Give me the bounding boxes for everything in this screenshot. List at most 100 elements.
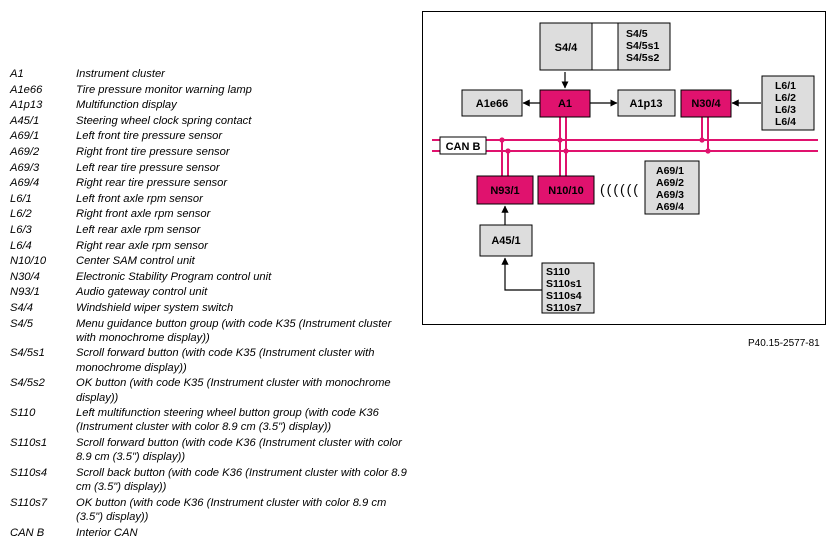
svg-text:N93/1: N93/1	[490, 185, 519, 197]
svg-text:S4/5s1: S4/5s1	[626, 40, 659, 52]
legend-description: Right front axle rpm sensor	[76, 208, 211, 221]
legend-code: L6/4	[10, 239, 32, 252]
legend-row: S110s1 Scroll forward button (with code K…	[10, 436, 410, 465]
svg-text:A1p13: A1p13	[629, 98, 662, 110]
document-reference: P40.15-2577-81	[748, 338, 820, 349]
legend-description: Scroll forward button (with code K36 (In…	[76, 437, 402, 464]
svg-text:S110s1: S110s1	[546, 278, 582, 290]
svg-text:S110: S110	[546, 266, 570, 278]
legend-description: Left front tire pressure sensor	[76, 130, 223, 143]
svg-text:N30/4: N30/4	[691, 98, 721, 110]
legend-code: N93/1	[10, 286, 40, 299]
legend-code: A1	[10, 68, 24, 80]
svg-text:A45/1: A45/1	[491, 235, 520, 247]
legend-description: Left front axle rpm sensor	[76, 192, 203, 205]
legend-description: Center SAM control unit	[76, 255, 195, 268]
bus-junction-dots	[499, 137, 711, 154]
svg-text:S4/4: S4/4	[555, 42, 579, 54]
legend-code: A69/2	[10, 145, 40, 158]
legend-description: Left rear axle rpm sensor	[76, 223, 201, 236]
svg-text:S110s7: S110s7	[546, 302, 582, 314]
legend-description: OK button (with code K35 (Instrument clu…	[76, 377, 391, 404]
legend-row: L6/1 Left front axle rpm sensor	[10, 192, 410, 206]
svg-text:N10/10: N10/10	[548, 185, 583, 197]
legend-code: S110s4	[10, 466, 48, 479]
legend-description: Right rear axle rpm sensor	[76, 239, 208, 252]
legend-row: A69/4 Right rear tire pressure sensor	[10, 176, 410, 190]
n93-1-audio-gateway: N93/1	[476, 175, 534, 205]
legend-code: A1e66	[10, 83, 43, 96]
legend-code: N10/10	[10, 255, 47, 268]
legend-row: A69/1 Left front tire pressure sensor	[10, 129, 410, 143]
svg-text:S110s4: S110s4	[546, 290, 582, 302]
legend-row: CAN B Interior CAN	[10, 526, 410, 540]
legend-row: A1e66 Tire pressure monitor warning lamp	[10, 83, 410, 97]
legend-description: Left multifunction steering wheel button…	[76, 407, 379, 434]
bus-drops	[501, 117, 709, 176]
a1p13-multifunction-display: A1p13	[617, 89, 676, 117]
svg-text:L6/3: L6/3	[775, 104, 796, 116]
legend-description: Right rear tire pressure sensor	[76, 177, 228, 190]
a1-instrument-cluster: A1	[539, 89, 591, 118]
n10-10-center-sam: N10/10	[537, 175, 595, 205]
legend-code: N30/4	[10, 270, 40, 283]
n30-4-esp-control-unit: N30/4	[680, 89, 732, 118]
legend-description: Interior CAN	[76, 526, 138, 539]
legend-code: A1p13	[10, 99, 43, 112]
legend-row: N30/4 Electronic Stability Program contro…	[10, 270, 410, 284]
legend-code: A69/3	[10, 161, 40, 174]
svg-text:S4/5: S4/5	[626, 28, 648, 40]
legend-description: Tire pressure monitor warning lamp	[76, 83, 252, 96]
legend-code: L6/1	[10, 192, 32, 205]
legend-code: A69/4	[10, 177, 40, 190]
legend-description: Electronic Stability Program control uni…	[76, 270, 272, 283]
legend-row: N93/1 Audio gateway control unit	[10, 285, 410, 299]
wireless-signal-icon: ((((((	[600, 181, 640, 197]
svg-text:S4/5s2: S4/5s2	[626, 52, 659, 64]
legend-description: Audio gateway control unit	[76, 286, 208, 299]
legend-code: A69/1	[10, 130, 40, 143]
legend-description: Instrument cluster	[76, 68, 165, 80]
s4-5-button-group: S4/5 S4/5s1 S4/5s2	[591, 22, 671, 71]
legend-row: S4/5 Menu guidance button group (with cod…	[10, 317, 410, 346]
svg-text:L6/1: L6/1	[775, 80, 796, 92]
s110-button-group: S110 S110s1 S110s4 S110s7	[541, 262, 595, 314]
legend-description: Right front tire pressure sensor	[76, 145, 230, 158]
legend-description: Scroll forward button (with code K35 (In…	[76, 347, 375, 374]
svg-text:CAN B: CAN B	[446, 141, 481, 153]
legend-code: S4/5	[10, 317, 34, 330]
legend-row: A1 Instrument cluster	[10, 67, 410, 81]
legend-description: Menu guidance button group (with code K3…	[76, 317, 392, 344]
svg-text:L6/2: L6/2	[775, 92, 796, 104]
legend-code: L6/3	[10, 223, 32, 236]
svg-text:A69/2: A69/2	[656, 177, 684, 189]
signal-lines	[501, 72, 761, 291]
legend-code: S4/4	[10, 301, 34, 314]
legend-description: Windshield wiper system switch	[76, 301, 234, 314]
legend-code: S110s7	[10, 496, 48, 509]
legend-row: A45/1 Steering wheel clock spring contact	[10, 114, 410, 128]
legend-code: L6/2	[10, 208, 32, 221]
legend-code: A45/1	[10, 114, 40, 127]
legend-description: Steering wheel clock spring contact	[76, 114, 252, 127]
svg-text:A1: A1	[558, 98, 572, 110]
legend-code: CAN B	[10, 526, 45, 539]
legend-code: S110	[10, 407, 36, 420]
legend-row: S110 Left multifunction steering wheel bu…	[10, 406, 410, 435]
legend-code: S110s1	[10, 437, 48, 450]
a69-tire-pressure-sensor-group: A69/1 A69/2 A69/3 A69/4	[644, 160, 700, 215]
legend-row: A69/2 Right front tire pressure sensor	[10, 145, 410, 159]
legend-row: L6/2 Right front axle rpm sensor	[10, 207, 410, 221]
a1e66-warning-lamp: A1e66	[461, 89, 523, 117]
svg-text:A1e66: A1e66	[476, 98, 508, 110]
legend-row: L6/3 Left rear axle rpm sensor	[10, 223, 410, 237]
legend-row: L6/4 Right rear axle rpm sensor	[10, 239, 410, 253]
s4-4-switch: S4/4	[539, 22, 593, 71]
